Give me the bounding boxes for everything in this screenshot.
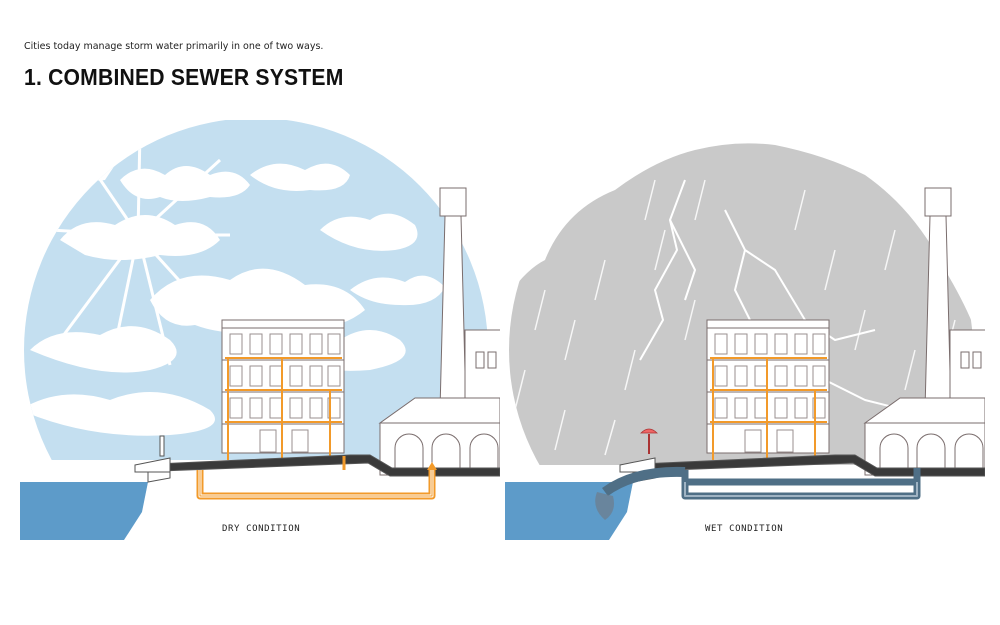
wet-caption: WET CONDITION — [705, 524, 784, 534]
person-umbrella-icon — [640, 428, 658, 454]
overflow-plume — [595, 492, 614, 520]
clouds — [24, 161, 445, 436]
storm-cloud — [509, 143, 973, 465]
river — [20, 482, 148, 540]
building-plumbing — [225, 357, 342, 460]
dry-caption: DRY CONDITION — [222, 524, 301, 534]
rain — [514, 179, 956, 456]
wet-condition-illustration — [505, 120, 985, 540]
street — [134, 435, 500, 477]
overflow-pipe — [602, 466, 921, 500]
sewer-pipe — [196, 456, 437, 500]
page-title: 1. COMBINED SEWER SYSTEM — [24, 64, 344, 90]
dry-condition-illustration — [20, 120, 500, 540]
factory — [378, 187, 500, 476]
intro-text: Cities today manage storm water primaril… — [24, 41, 324, 52]
